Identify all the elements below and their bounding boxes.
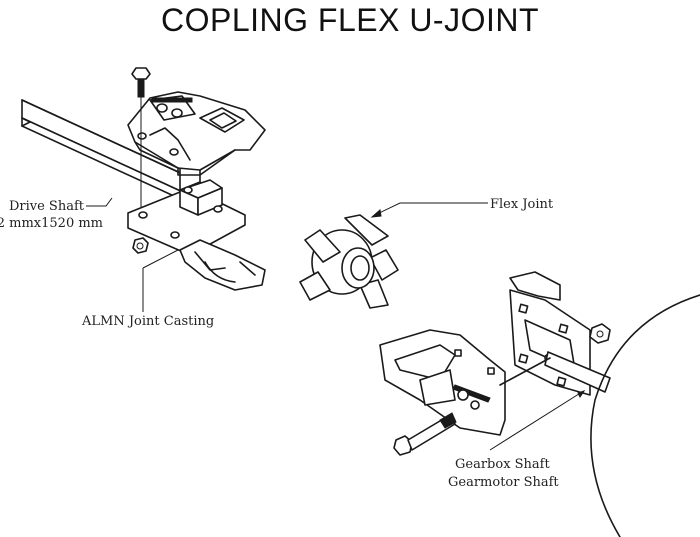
gearbox-nut: [589, 323, 611, 344]
label-gearbox-shaft: Gearbox Shaft: [455, 457, 550, 472]
gearmotor-housing: [590, 294, 700, 537]
label-gearmotor-shaft: Gearmotor Shaft: [448, 475, 559, 490]
diagram-title: COPLING FLEX U-JOINT: [160, 2, 540, 38]
leader-lines: [86, 197, 586, 451]
label-flex-joint: Flex Joint: [490, 197, 554, 212]
upper-casting: [127, 91, 266, 176]
lower-casting: [127, 179, 266, 291]
gearbox-bolt: [393, 412, 457, 456]
gearbox-casting: [379, 329, 551, 436]
flex-joint-spider: [299, 214, 399, 309]
bolt: [131, 67, 151, 215]
nut: [132, 237, 149, 254]
label-drive-shaft-size: 22 mmx1520 mm: [0, 216, 103, 231]
label-almn-casting: ALMN Joint Casting: [81, 314, 214, 329]
label-drive-shaft: Drive Shaft: [9, 199, 85, 214]
